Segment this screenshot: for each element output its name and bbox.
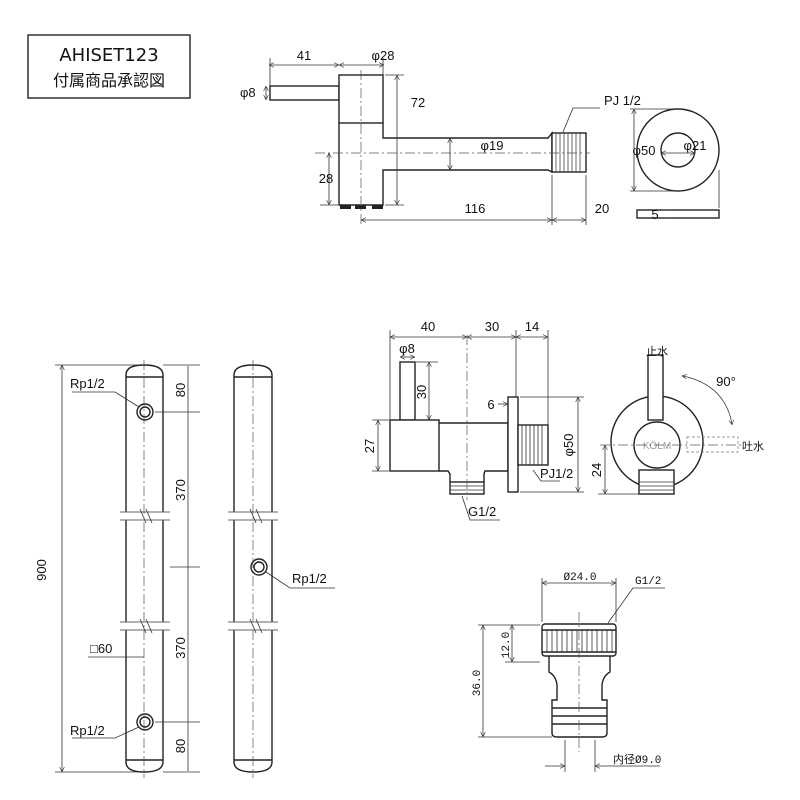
valve-dim-a: 40 <box>421 319 435 334</box>
flange-outer-dia: φ50 <box>633 143 656 158</box>
dim-center-height: 28 <box>319 171 333 186</box>
post-total-height: 900 <box>34 559 49 581</box>
drawing-subtitle: 付属商品承認図 <box>53 71 165 90</box>
adapter-thread-label: G1/2 <box>635 576 661 588</box>
post-port-side: Rp1/2 <box>292 571 327 586</box>
faucet-side-view: 41 φ28 φ8 72 φ19 28 116 20 PJ 1/2 <box>240 48 641 225</box>
valve-dim-c: 14 <box>525 319 539 334</box>
post-seg-4: 80 <box>173 739 188 753</box>
post-port-bottom: Rp1/2 <box>70 723 105 738</box>
post-port-top: Rp1/2 <box>70 376 105 391</box>
valve-flange-dia: φ50 <box>561 434 576 457</box>
valve-body-height: 27 <box>362 439 377 453</box>
rotation-angle: 90° <box>716 374 736 389</box>
adapter-outer-dia: Ø24.0 <box>563 572 596 584</box>
dim-pipe-length: 116 <box>465 201 486 216</box>
adapter-inner-dia: 内径Ø9.0 <box>613 752 661 767</box>
faucet-handle <box>269 85 340 101</box>
dim-body-dia: φ28 <box>372 48 395 63</box>
dim-height: 72 <box>411 95 425 110</box>
adapter-total-height: 36.0 <box>472 670 484 696</box>
dim-handle-dia: φ8 <box>240 85 256 100</box>
valve-handle-height: 30 <box>414 385 429 399</box>
hose-adapter-view: Ø24.0 G1/2 12.0 36.0 内径Ø9.0 <box>472 572 665 772</box>
title-block: AHISET123 付属商品承認図 <box>27 34 191 99</box>
post-views: 900 80 370 370 80 Rp1/2 Rp1/2 Rp1/2 □60 <box>34 360 335 778</box>
outlet-height: 24 <box>589 463 604 477</box>
post-section: □60 <box>90 641 112 656</box>
valve-outlet-label: G1/2 <box>468 504 496 519</box>
valve-front-view: KÖLM 止水 90° 吐水 24 <box>589 345 764 495</box>
drawing-code: AHISET123 <box>59 45 158 66</box>
post-seg-3: 370 <box>173 637 188 659</box>
stop-label: 止水 <box>646 345 668 358</box>
adapter-nut-height: 12.0 <box>501 632 513 658</box>
discharge-label: 吐水 <box>742 440 764 453</box>
faucet-thread <box>551 132 587 173</box>
brand-logo: KÖLM <box>643 440 671 452</box>
dim-thread-length: 20 <box>595 201 609 216</box>
valve-side-view: 40 30 14 φ8 30 27 6 φ50 PJ1/2 G1/2 <box>362 319 584 521</box>
dim-pipe-dia: φ19 <box>481 138 504 153</box>
post-seg-2: 370 <box>173 479 188 501</box>
valve-handle-dia: φ8 <box>399 341 415 356</box>
faucet-body-pipe <box>338 123 553 206</box>
flange-thickness: 5 <box>651 207 658 222</box>
valve-flange-thickness: 6 <box>487 397 494 412</box>
flange-view: φ21 φ50 5 <box>630 108 720 222</box>
valve-thread-label: PJ1/2 <box>540 466 573 481</box>
dim-handle-length: 41 <box>297 48 311 63</box>
post-seg-1: 80 <box>173 383 188 397</box>
faucet-thread-label: PJ 1/2 <box>604 93 641 108</box>
flange-inner-dia: φ21 <box>684 138 707 153</box>
valve-dim-b: 30 <box>485 319 499 334</box>
